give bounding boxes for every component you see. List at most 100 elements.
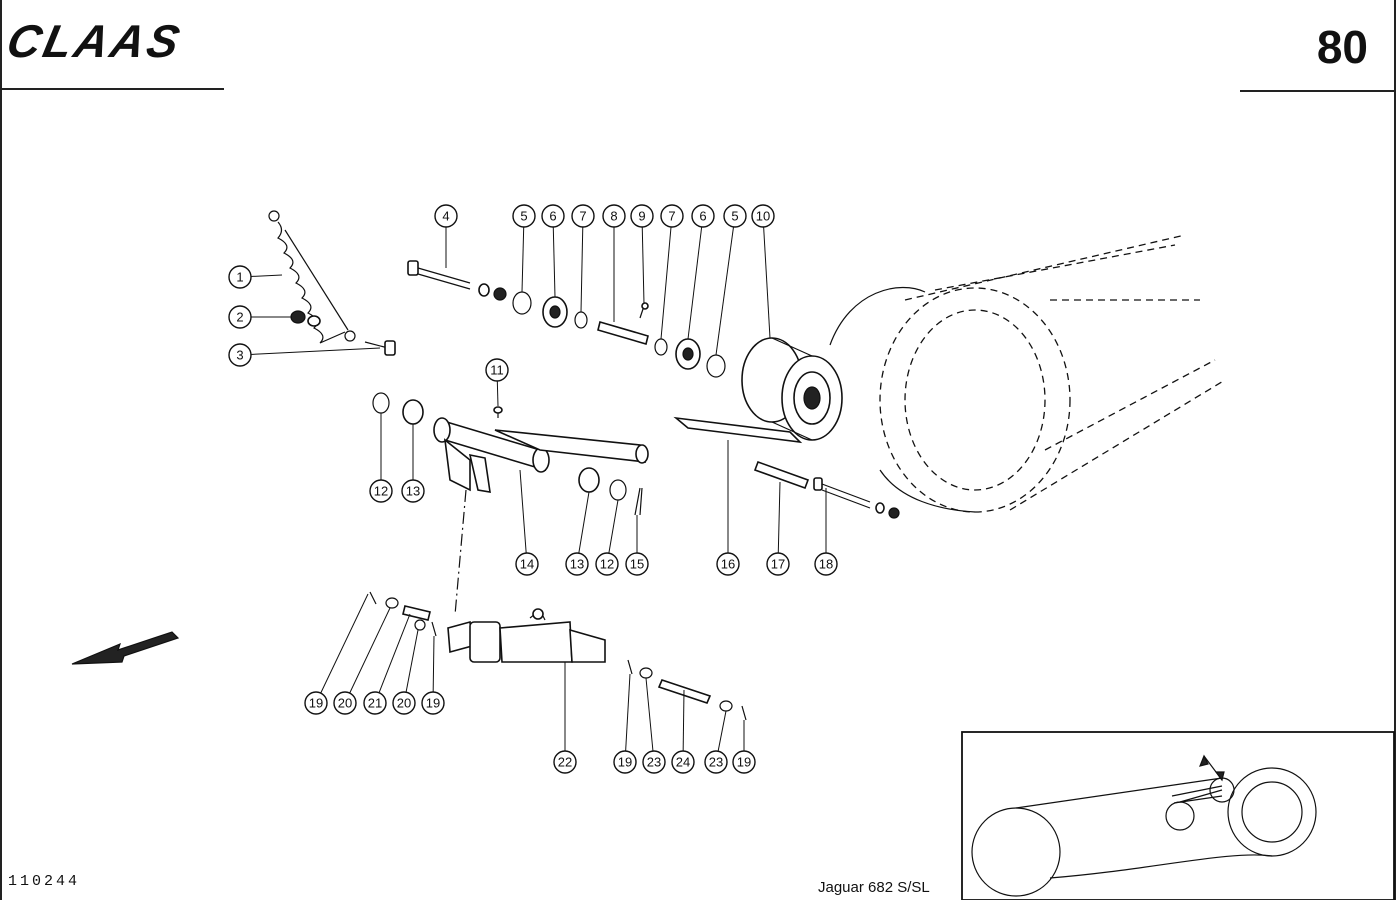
callout-label: 8 (610, 209, 617, 224)
callout-16: 16 (716, 552, 740, 576)
callout-circle (732, 750, 756, 774)
callout-circle (602, 204, 626, 228)
callout-label: 23 (709, 755, 723, 770)
callout-circle (766, 552, 790, 576)
callout-label: 13 (570, 557, 584, 572)
split-pin (627, 659, 633, 675)
callout-circle (512, 204, 536, 228)
callout-circle (434, 204, 458, 228)
callout-19: 19 (732, 750, 756, 774)
callout-15: 15 (625, 552, 649, 576)
split-pin (369, 591, 377, 605)
callout-24: 24 (671, 750, 695, 774)
callout-10: 10 (751, 204, 775, 228)
callout-label: 19 (309, 696, 323, 711)
callout-circle (515, 552, 539, 576)
leader-line (521, 215, 525, 293)
callout-5: 5 (723, 204, 747, 228)
hydraulic-cylinder (447, 608, 606, 663)
callout-23: 23 (704, 750, 728, 774)
leader-line (777, 481, 781, 565)
leader-line (580, 215, 584, 313)
callout-14: 14 (515, 552, 539, 576)
ring (654, 338, 668, 356)
callout-circle (565, 552, 589, 576)
callout-label: 23 (647, 755, 661, 770)
circlip (512, 291, 532, 315)
bearing-bore (682, 347, 694, 361)
callout-label: 19 (426, 696, 440, 711)
callout-circle (660, 204, 684, 228)
reference-code: 110244 (8, 873, 81, 890)
callout-circle (304, 691, 328, 715)
pulley (741, 337, 843, 441)
nut (888, 507, 900, 519)
callout-circle (671, 750, 695, 774)
callout-7: 7 (660, 204, 684, 228)
callout-circle (228, 265, 252, 289)
ring (574, 311, 588, 329)
callout-label: 3 (236, 348, 243, 363)
bush (578, 467, 600, 493)
model-label: Jaguar 682 S/SL (818, 879, 930, 896)
frame-right-border (1394, 0, 1396, 900)
callout-circle (421, 691, 445, 715)
callout-7: 7 (571, 204, 595, 228)
callout-circle (723, 204, 747, 228)
callout-13: 13 (565, 552, 589, 576)
callout-label: 24 (676, 755, 690, 770)
rocker-arm (433, 417, 649, 493)
callout-circle (228, 305, 252, 329)
callout-circle (814, 552, 838, 576)
split-pin (634, 487, 643, 516)
callout-21: 21 (363, 691, 387, 715)
callout-2: 2 (228, 305, 252, 329)
callout-6: 6 (541, 204, 565, 228)
callout-circle (553, 750, 577, 774)
bush (402, 399, 424, 425)
callout-18: 18 (814, 552, 838, 576)
circlip (706, 354, 726, 378)
center-line (454, 489, 467, 616)
callout-circle (363, 691, 387, 715)
belt-drum-assembly (829, 234, 1226, 513)
callout-22: 22 (553, 750, 577, 774)
plate (673, 416, 803, 444)
callout-19: 19 (304, 691, 328, 715)
leader-line (687, 215, 704, 340)
callout-1: 1 (228, 265, 252, 289)
logo-underline (0, 88, 224, 90)
callout-circle (642, 750, 666, 774)
callout-label: 9 (638, 209, 645, 224)
callout-12: 12 (369, 479, 393, 503)
callout-9: 9 (630, 204, 654, 228)
callout-circle (333, 691, 357, 715)
callout-label: 16 (721, 557, 735, 572)
nut (493, 287, 507, 301)
pin (753, 460, 810, 490)
nut (290, 310, 306, 324)
callout-circle (392, 691, 416, 715)
callout-17: 17 (766, 552, 790, 576)
direction-arrow (71, 631, 180, 665)
callout-circle (630, 204, 654, 228)
callout-label: 21 (368, 696, 382, 711)
callout-3: 3 (228, 343, 252, 367)
page-number: 80 (1316, 21, 1368, 73)
callout-19: 19 (421, 691, 445, 715)
callout-circle (541, 204, 565, 228)
pin (657, 679, 712, 704)
page-number-underline (1240, 90, 1396, 92)
leader-line (315, 593, 369, 704)
washer (385, 597, 399, 609)
leader-line (403, 629, 419, 704)
bolt (364, 340, 396, 356)
leader-line (715, 215, 736, 356)
callout-label: 14 (520, 557, 534, 572)
callout-label: 18 (819, 557, 833, 572)
long-bolt (407, 260, 471, 290)
callout-circle (369, 479, 393, 503)
callout-label: 5 (731, 209, 738, 224)
